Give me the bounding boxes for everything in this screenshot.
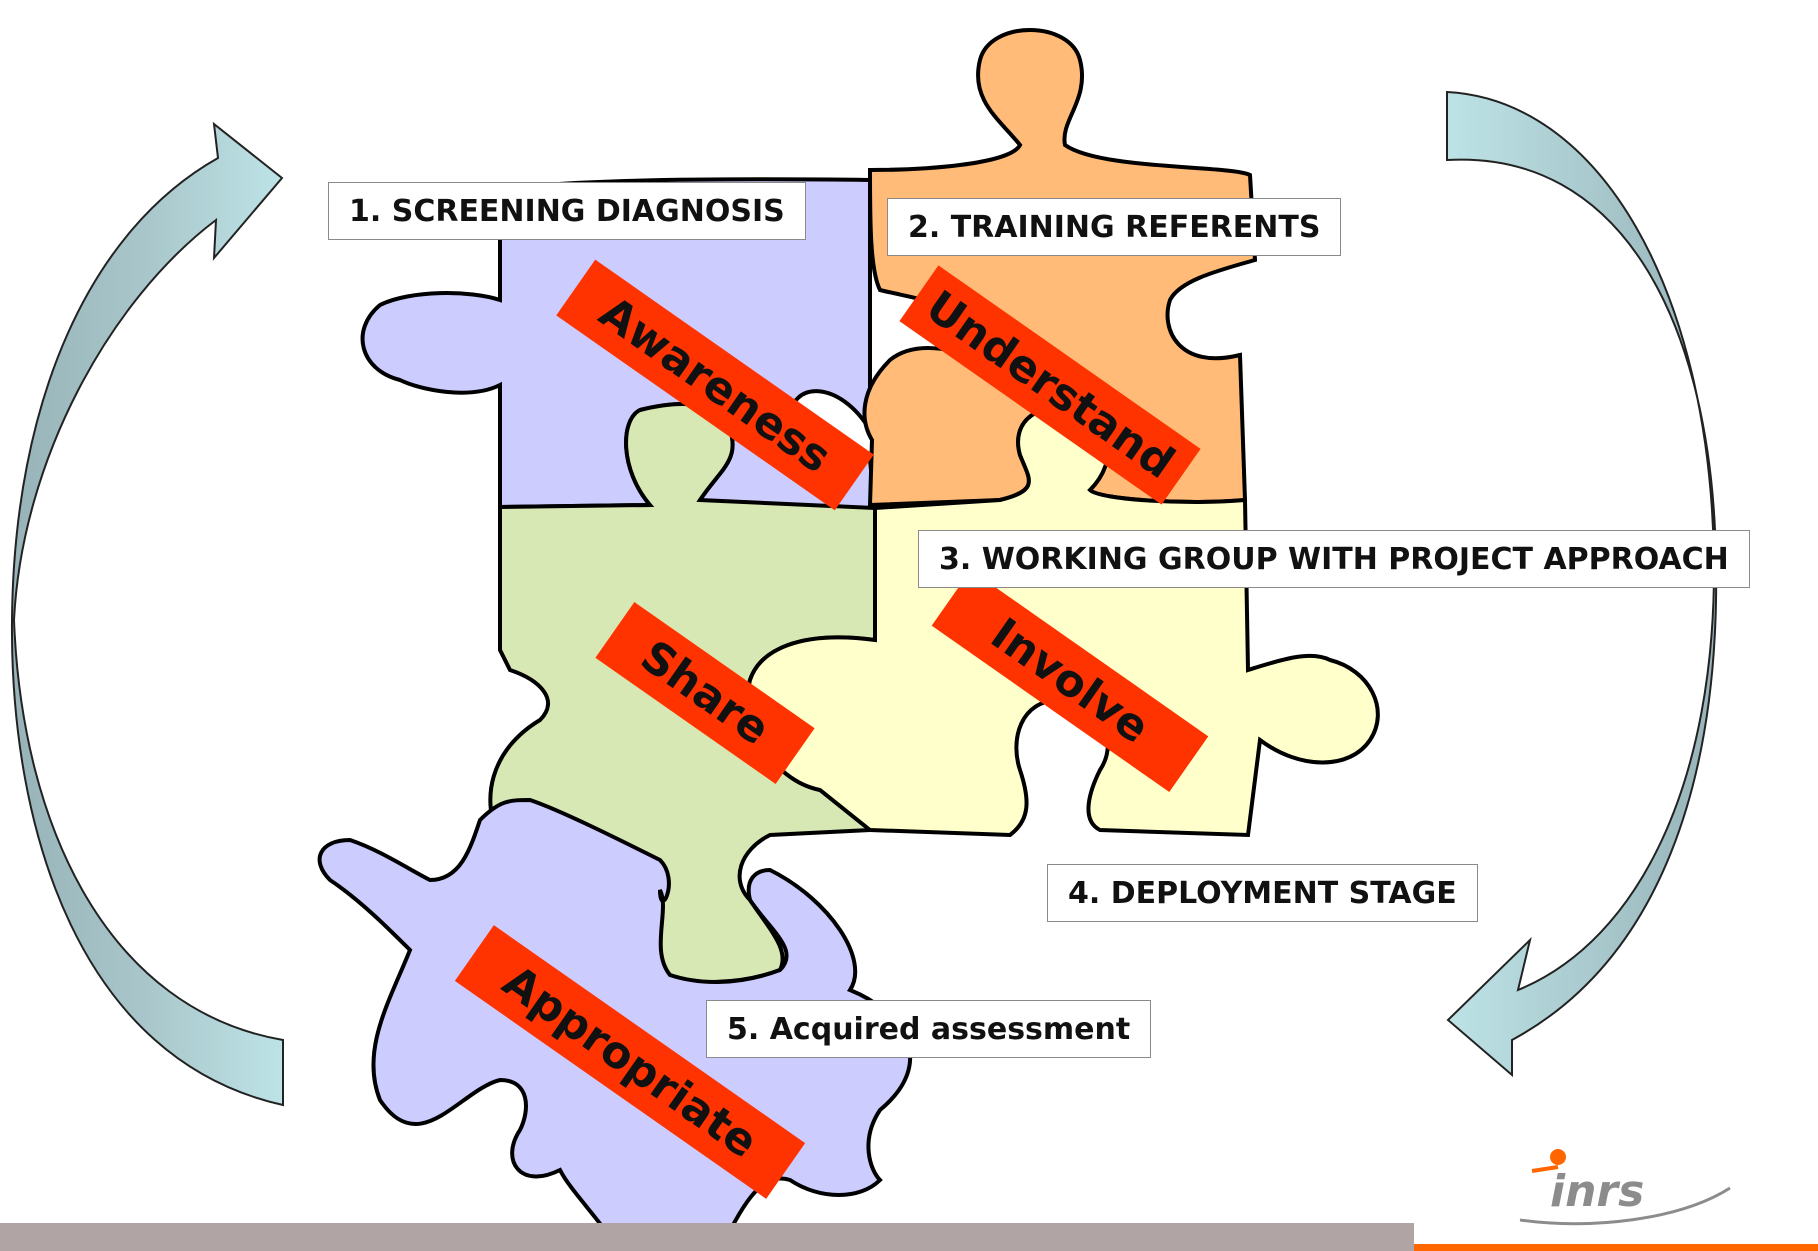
step-2-label: 2. TRAINING REFERENTS bbox=[887, 198, 1342, 256]
logo-text: inrs bbox=[1550, 1166, 1644, 1217]
inrs-logo: inrs bbox=[1519, 1149, 1731, 1226]
step-5-label: 5. Acquired assessment bbox=[706, 1000, 1152, 1058]
step-3-label: 3. WORKING GROUP WITH PROJECT APPROACH bbox=[918, 530, 1750, 588]
cycle-arrow-right bbox=[1446, 90, 1718, 1078]
bottom-accent-band bbox=[1414, 1244, 1818, 1251]
bottom-band bbox=[0, 1223, 1414, 1251]
step-4-label: 4. DEPLOYMENT STAGE bbox=[1047, 864, 1478, 922]
logo-dot-icon bbox=[1550, 1149, 1566, 1165]
step-1-label: 1. SCREENING DIAGNOSIS bbox=[328, 182, 806, 240]
cycle-arrow-left bbox=[10, 121, 284, 1107]
